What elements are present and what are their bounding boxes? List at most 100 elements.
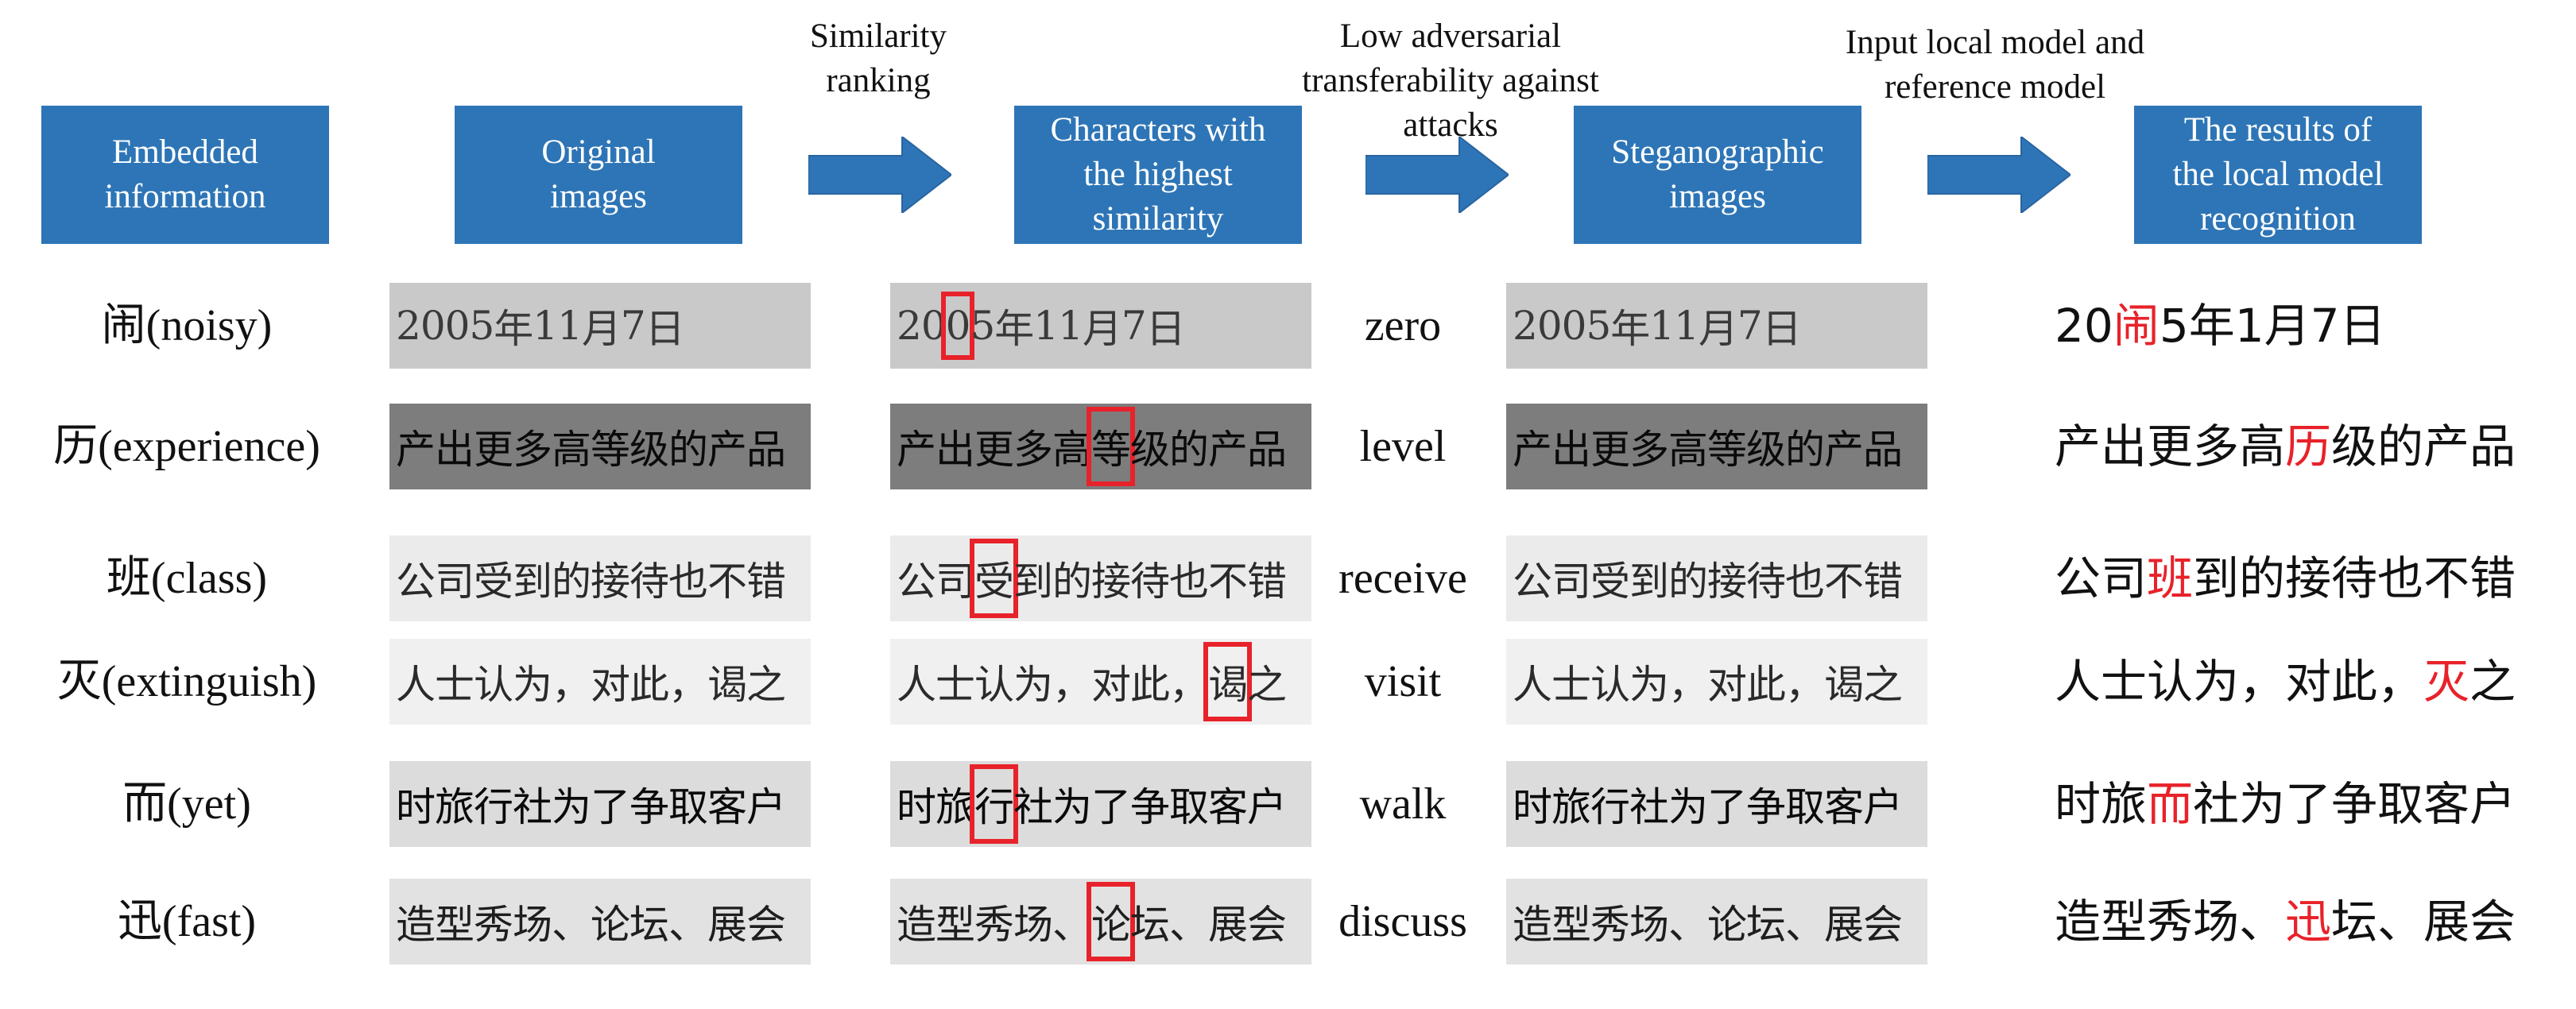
image-character: 旅 xyxy=(935,784,975,830)
image-character: 受 xyxy=(1590,559,1630,605)
similarity-image-strip: 人士认为，对此，谒之 xyxy=(890,639,1311,725)
result-highlight: 历 xyxy=(2285,419,2332,474)
image-character: 型 xyxy=(935,902,975,948)
image-character: 社 xyxy=(1013,784,1053,830)
similarity-image-strip: 造型秀场、论坛、展会 xyxy=(890,879,1311,965)
image-character: 日 xyxy=(645,306,685,352)
image-character: 秀 xyxy=(474,902,513,948)
result-text: 产出更多高 xyxy=(2055,419,2286,474)
result-text: 之 xyxy=(2469,655,2516,709)
image-character: 认 xyxy=(1590,662,1630,708)
image-character: 2 xyxy=(897,303,922,349)
image-character: 品 xyxy=(1863,427,1903,473)
recognition-result: 人士认为，对此，灭之 xyxy=(2055,659,2563,705)
image-character: 高 xyxy=(1668,427,1708,473)
image-character: ， xyxy=(552,662,591,708)
embedded-character-label: 闹(noisy) xyxy=(101,301,273,350)
result-highlight: 闹 xyxy=(2113,299,2160,353)
image-character: 更 xyxy=(974,427,1014,473)
image-character: 坛 xyxy=(1130,902,1170,948)
image-character: 为 xyxy=(1052,784,1092,830)
image-character: 月 xyxy=(1698,306,1738,352)
original-image-strip: 造型秀场、论坛、展会 xyxy=(389,879,811,965)
image-character: 也 xyxy=(1785,559,1825,605)
highlighted-character: 0 xyxy=(940,292,975,360)
image-character: 0 xyxy=(420,303,446,349)
image-character: 士 xyxy=(935,662,975,708)
image-character: 会 xyxy=(1247,902,1287,948)
image-character: 司 xyxy=(1551,559,1591,605)
image-character: 不 xyxy=(1208,559,1248,605)
image-character: 产 xyxy=(897,427,936,473)
recognition-result: 20闹5年1月7日 xyxy=(2055,303,2563,349)
image-character: 之 xyxy=(1247,662,1287,708)
image-character: 取 xyxy=(1169,784,1209,830)
header-box-original-images: Original images xyxy=(455,106,742,244)
image-character: 了 xyxy=(591,784,630,830)
image-character: 到 xyxy=(513,559,552,605)
image-character: ， xyxy=(1785,662,1825,708)
image-character: 品 xyxy=(746,427,786,473)
image-character: 人 xyxy=(897,662,936,708)
result-highlight: 而 xyxy=(2147,777,2194,831)
image-character: 1 xyxy=(1674,303,1699,349)
result-text: 造型秀场、 xyxy=(2055,895,2286,949)
image-character: 错 xyxy=(1247,559,1287,605)
steganographic-image-strip: 时旅行社为了争取客户 xyxy=(1506,761,1927,847)
step-label-low-transferability: Low adversarial transferability against … xyxy=(1302,17,1599,144)
image-character: 坛 xyxy=(1746,902,1786,948)
image-character: 了 xyxy=(1091,784,1131,830)
image-character: 对 xyxy=(1091,662,1131,708)
result-text: 20 xyxy=(2055,299,2113,353)
image-character: 月 xyxy=(1082,306,1122,352)
image-character: 的 xyxy=(668,427,708,473)
result-text: 到的接待也不错 xyxy=(2193,551,2516,605)
steganographic-image-strip: 公司受到的接待也不错 xyxy=(1506,535,1927,621)
image-character: 争 xyxy=(1130,784,1170,830)
image-character: 展 xyxy=(1824,902,1864,948)
image-character: 行 xyxy=(474,784,513,830)
image-character: 此 xyxy=(1130,662,1170,708)
image-character: 为 xyxy=(552,784,591,830)
image-character: 会 xyxy=(1863,902,1903,948)
image-character: 公 xyxy=(897,559,936,605)
image-character: 等 xyxy=(591,427,630,473)
image-character: 秀 xyxy=(974,902,1014,948)
image-character: 到 xyxy=(1013,559,1053,605)
image-character: 高 xyxy=(1052,427,1092,473)
image-character: 待 xyxy=(1130,559,1170,605)
image-character: 1 xyxy=(557,303,583,349)
image-character: 1 xyxy=(1649,303,1675,349)
image-character: 对 xyxy=(1707,662,1747,708)
image-character: 司 xyxy=(935,559,975,605)
image-character: 多 xyxy=(513,427,552,473)
image-character: 7 xyxy=(1737,303,1763,349)
embedded-character-label: 班(class) xyxy=(106,554,268,603)
image-character: 论 xyxy=(1707,902,1747,948)
image-character: 为 xyxy=(513,662,552,708)
image-character: 产 xyxy=(1513,427,1552,473)
image-character: 秀 xyxy=(1590,902,1630,948)
header-box-embedded-information: Embedded information xyxy=(41,106,329,244)
image-character: 展 xyxy=(707,902,747,948)
recognition-result: 产出更多高历级的产品 xyxy=(2055,423,2563,470)
image-character: 更 xyxy=(1590,427,1630,473)
image-character: 的 xyxy=(1668,559,1708,605)
image-character: 公 xyxy=(396,559,436,605)
highlighted-character: 行 xyxy=(970,764,1018,844)
image-character: 不 xyxy=(1824,559,1864,605)
image-character: 错 xyxy=(746,559,786,605)
image-character: 场 xyxy=(1629,902,1669,948)
image-character: 产 xyxy=(707,427,747,473)
result-text: 人士认为，对此， xyxy=(2055,655,2424,709)
highlighted-character: 等 xyxy=(1087,407,1135,486)
image-character: 出 xyxy=(1551,427,1591,473)
image-character: ， xyxy=(1668,662,1708,708)
image-character: 待 xyxy=(1746,559,1786,605)
similarity-image-strip: 产出更多高等级的产品 xyxy=(890,404,1311,489)
result-text: 公司 xyxy=(2055,551,2148,605)
image-character: 取 xyxy=(1785,784,1825,830)
image-character: 士 xyxy=(1551,662,1591,708)
image-character: 公 xyxy=(1513,559,1552,605)
